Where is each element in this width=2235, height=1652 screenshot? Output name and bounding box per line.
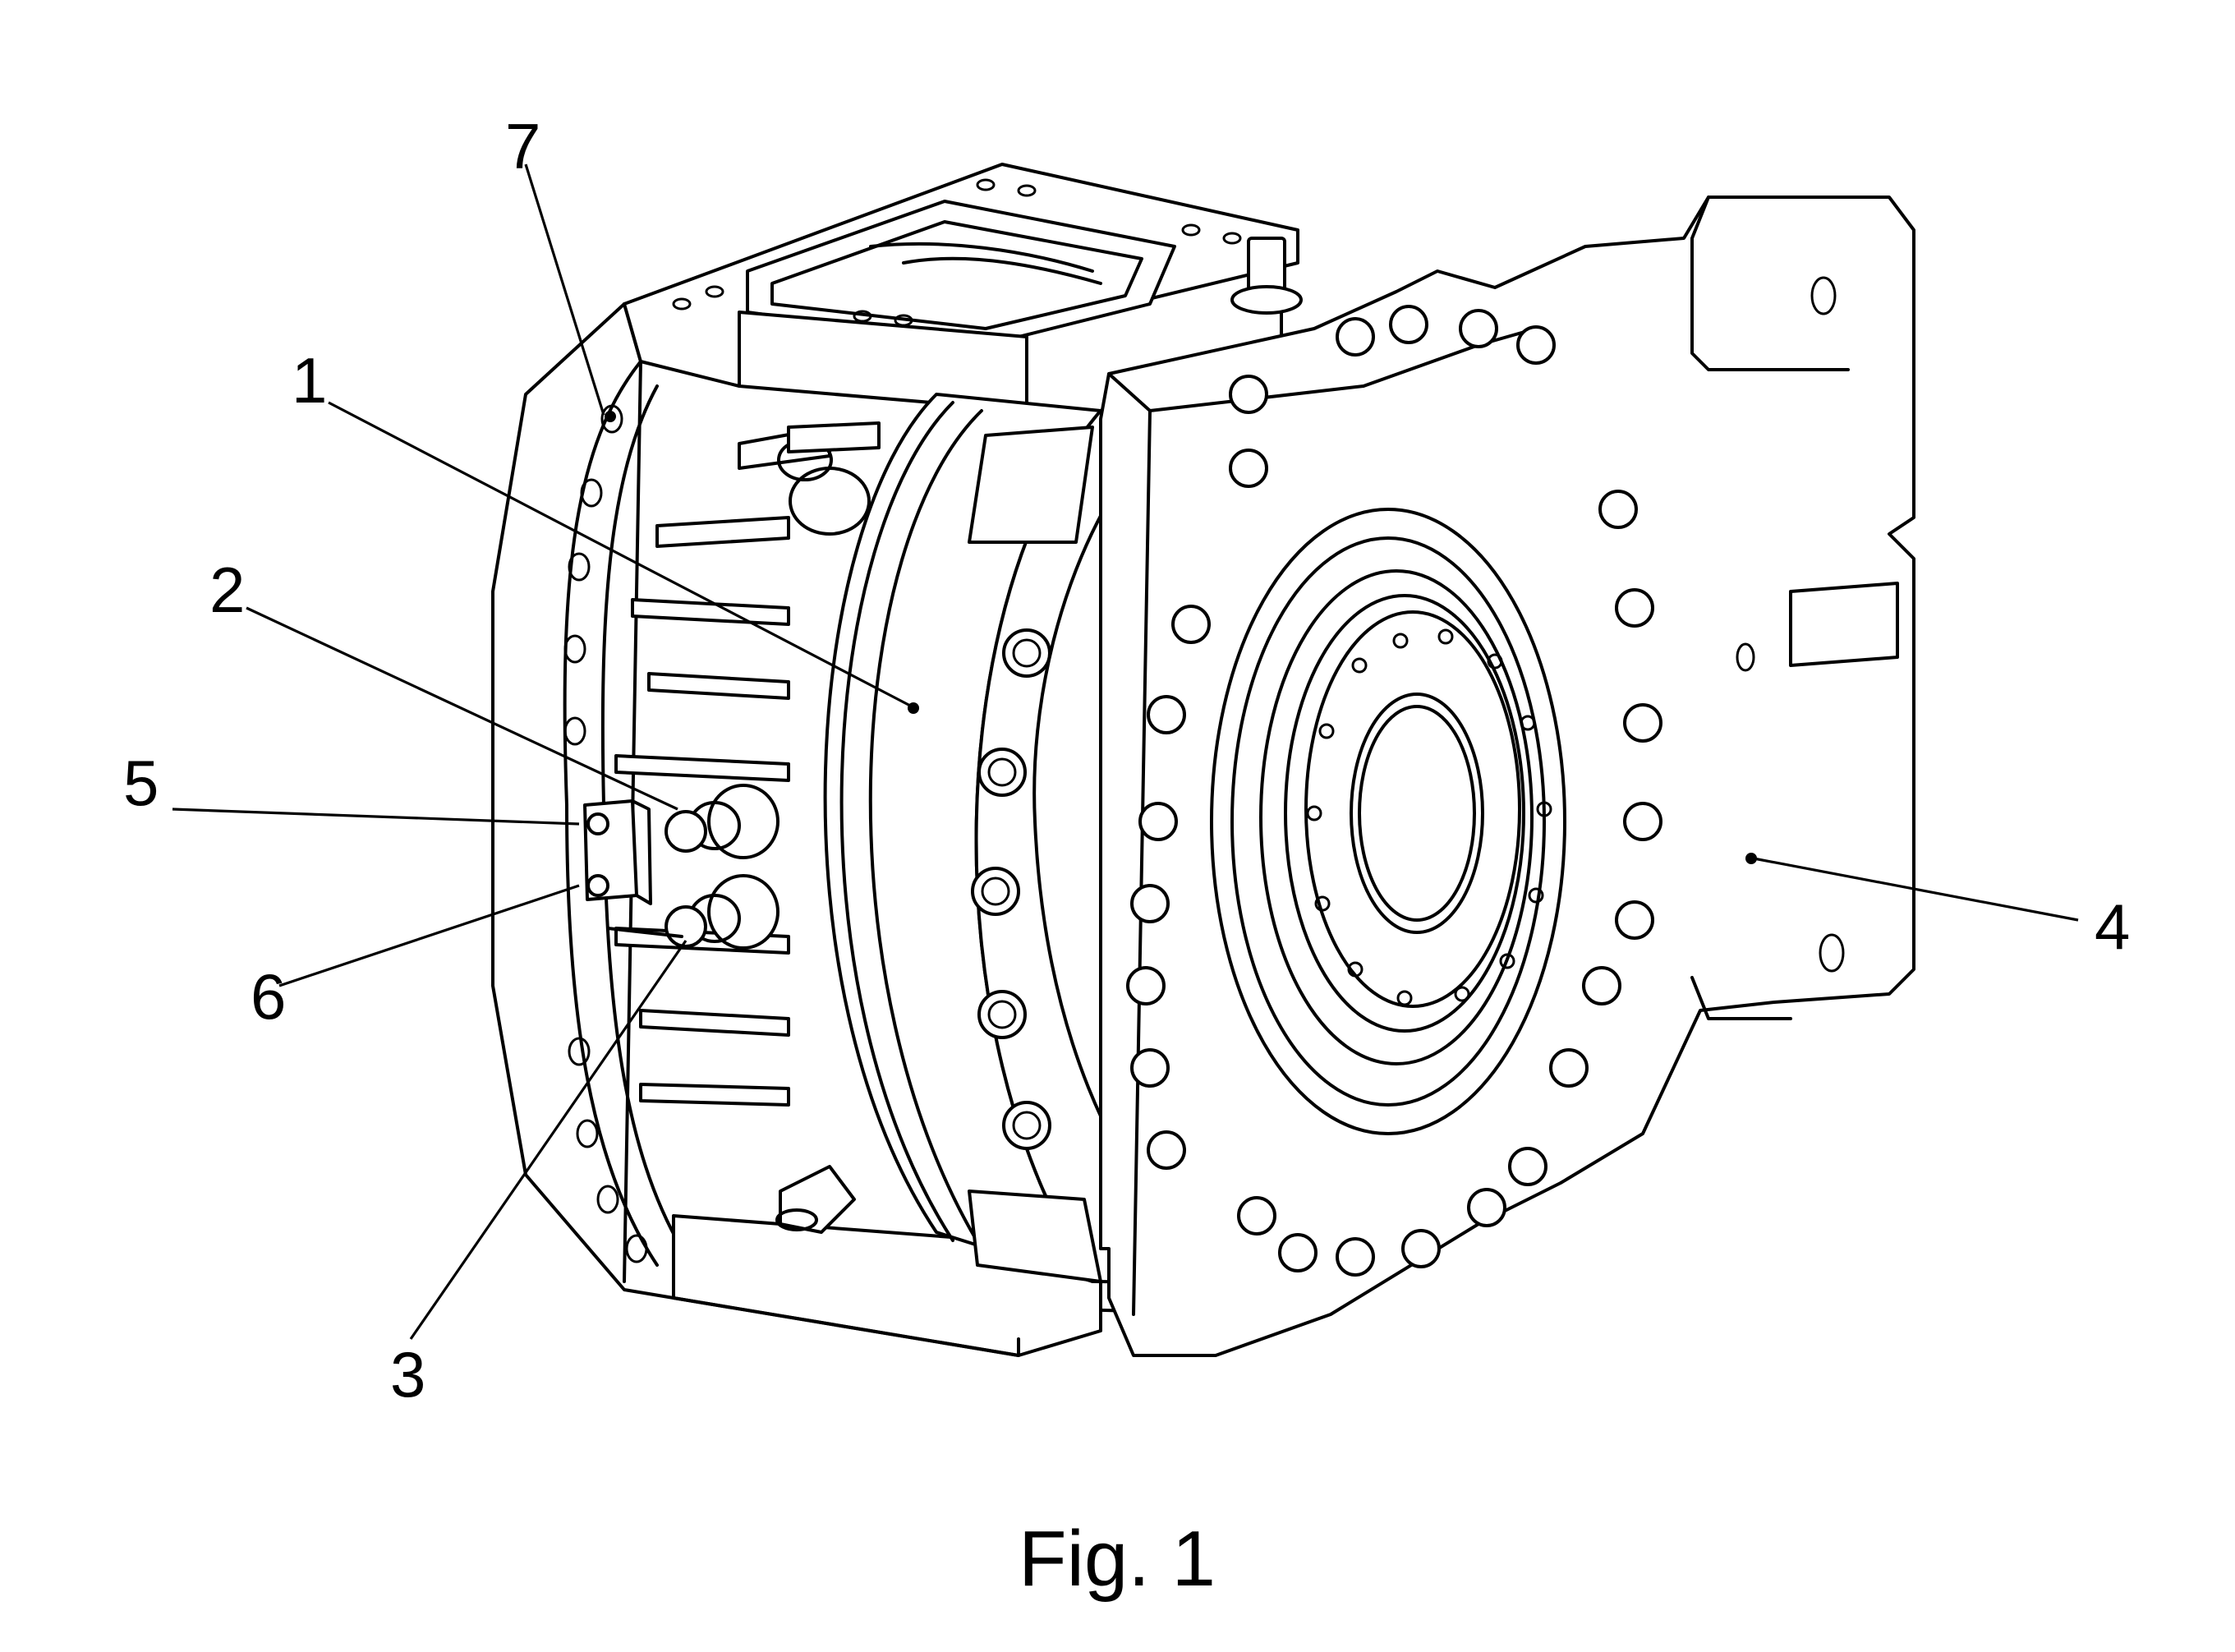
figure-caption: Fig. 1 — [1019, 1515, 1216, 1603]
reference-numerals: 7 1 2 5 6 3 4 — [123, 110, 2130, 1410]
ref-3: 3 — [390, 1338, 425, 1410]
ref-7: 7 — [505, 110, 540, 182]
lower-fitting — [775, 1165, 856, 1234]
connector-3 — [606, 874, 779, 950]
top-cover-plate — [623, 163, 1299, 412]
leader-lines — [172, 163, 2079, 1340]
ref-4: 4 — [2095, 890, 2130, 963]
ref-5: 5 — [123, 747, 159, 819]
body-bolts — [971, 628, 1051, 1150]
central-flange — [1210, 508, 1566, 1135]
top-sensor — [1230, 237, 1303, 315]
clamp-block — [583, 799, 652, 905]
upper-fitting — [777, 421, 881, 536]
ref-1: 1 — [292, 344, 327, 416]
ref-2: 2 — [209, 554, 245, 626]
front-plate-bolts — [1126, 276, 1845, 1277]
ref-6: 6 — [251, 960, 286, 1033]
stator-slots — [614, 426, 831, 1107]
connector-2 — [665, 784, 779, 859]
front-plate — [1099, 196, 1915, 1357]
